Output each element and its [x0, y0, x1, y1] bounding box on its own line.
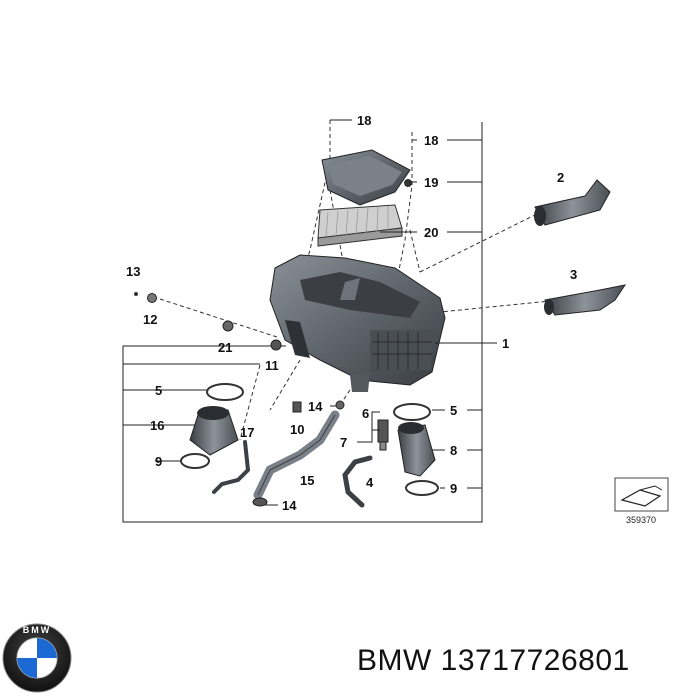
callout-10: 10: [290, 422, 304, 437]
callout-19: 19: [424, 175, 438, 190]
vent-hose-17: [212, 440, 251, 494]
callout-9b: 9: [450, 481, 457, 496]
callout-18a: 18: [357, 113, 371, 128]
callout-16: 16: [150, 418, 164, 433]
reference-thumbnail: 359370: [614, 477, 669, 525]
callout-18b: 18: [424, 133, 438, 148]
air-box-housing: [269, 254, 446, 392]
seal-rings: [180, 383, 439, 496]
callout-3: 3: [570, 267, 577, 282]
bmw-logo: BMW: [2, 623, 72, 693]
callout-21: 21: [218, 340, 232, 355]
callout-9a: 9: [155, 454, 162, 469]
svg-text:BMW: BMW: [23, 625, 52, 635]
part-number: 13717726801: [440, 644, 630, 677]
clamp-14: [252, 497, 268, 507]
callout-7: 7: [340, 435, 347, 450]
brand-name: BMW: [357, 644, 432, 677]
callout-4: 4: [366, 475, 374, 490]
callout-14b: 14: [282, 498, 297, 513]
air-filter-element: [317, 204, 403, 247]
callout-11: 11: [265, 358, 279, 373]
callout-15: 15: [300, 473, 314, 488]
rubber-bellows: [189, 406, 239, 456]
bracket-frame: [122, 122, 483, 523]
sensor-6: [377, 419, 389, 451]
callout-20: 20: [424, 225, 438, 240]
callout-2: 2: [557, 170, 564, 185]
callout-8: 8: [450, 443, 457, 458]
reference-code: 359370: [626, 515, 656, 525]
hose-4: [342, 455, 373, 508]
intake-duct-upper: [534, 179, 611, 226]
air-filter-cover: [321, 149, 412, 206]
callout-14a: 14: [308, 399, 323, 414]
throttle-connector: [397, 422, 436, 477]
hardware-parts: [134, 292, 345, 413]
callout-1: 1: [502, 336, 509, 351]
intake-duct-lower: [544, 284, 627, 316]
callout-labels: 18 18 19 20 2 3 1 13 12 21 11 5 16 9 17 …: [126, 113, 577, 513]
callout-5b: 5: [450, 403, 457, 418]
leader-lines: [155, 119, 497, 506]
callout-6: 6: [362, 406, 369, 421]
callout-17: 17: [240, 425, 254, 440]
callout-12: 12: [143, 312, 157, 327]
callout-5a: 5: [155, 383, 162, 398]
callout-13: 13: [126, 264, 140, 279]
brand-part-number: BMW 13717726801: [357, 644, 630, 678]
breather-pipe-outline: [257, 414, 336, 496]
